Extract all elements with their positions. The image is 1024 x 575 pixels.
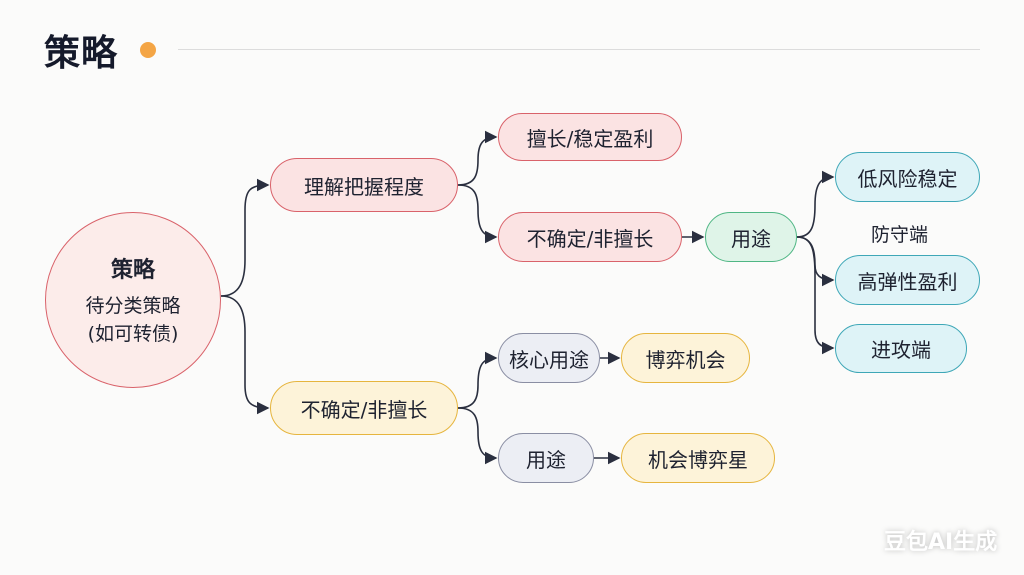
defense-label: 防守端 [871, 224, 929, 246]
node-uncertain-sub: 不确定/非擅长 [498, 212, 682, 262]
link-usage-lowrisk [796, 170, 835, 238]
node-high-elastic: 高弹性盈利 [835, 255, 980, 305]
root-line2: (如可转债) [87, 323, 179, 345]
node-game-chance: 博弈机会 [621, 333, 750, 383]
root-title: 策略 [110, 258, 155, 283]
link-uncertain-core [457, 351, 498, 409]
root-node: 策略 待分类策略 (如可转债) [45, 212, 221, 388]
node-offense: 进攻端 [835, 324, 967, 373]
node-good-stable: 擅长/稳定盈利 [498, 113, 682, 161]
link-root-uncertain [220, 295, 270, 415]
title-divider [178, 49, 980, 50]
node-low-risk: 低风险稳定 [835, 152, 980, 202]
accent-dot [140, 42, 156, 58]
node-chance-star: 机会博弈星 [621, 433, 775, 483]
node-understanding: 理解把握程度 [270, 158, 458, 212]
root-line1: 待分类策略 [85, 295, 181, 317]
link-root-understanding [220, 178, 270, 297]
node-usage-green: 用途 [705, 212, 797, 262]
node-usage-gray: 用途 [498, 433, 594, 483]
node-core-usage: 核心用途 [498, 333, 600, 383]
page-title: 策略 [44, 33, 119, 74]
watermark: 豆包AI生成 [884, 530, 998, 555]
link-usage-offense [796, 236, 835, 355]
link-understanding-uncertain [457, 184, 498, 244]
link-uncertain-usage2 [457, 407, 498, 465]
link-understanding-good [457, 130, 498, 186]
node-uncertain-main: 不确定/非擅长 [270, 381, 458, 435]
